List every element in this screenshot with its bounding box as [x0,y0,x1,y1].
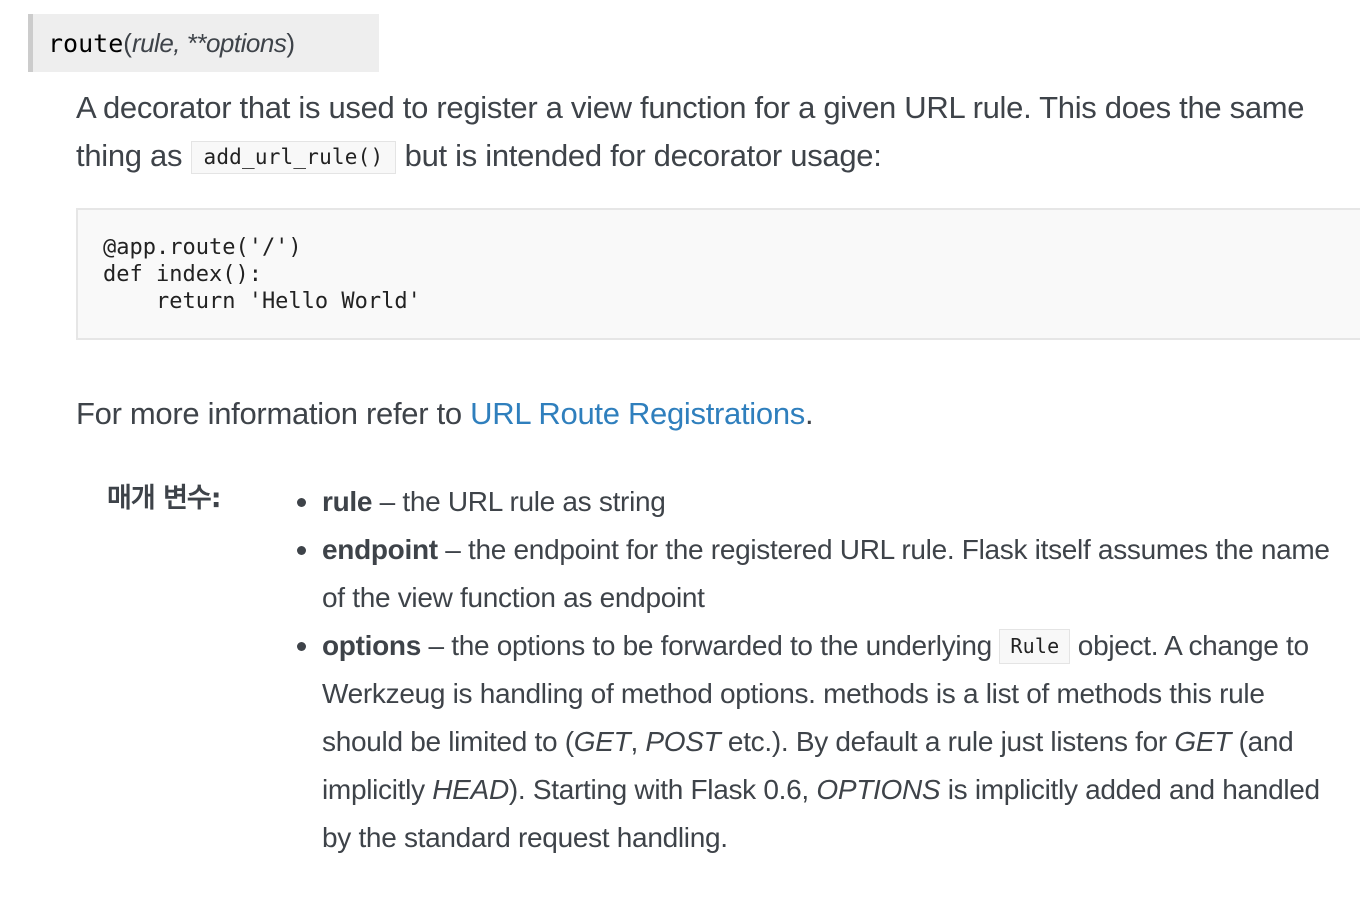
code-line: def index(): [103,262,262,287]
http-method: OPTIONS [816,774,941,805]
param-description: , [630,726,646,757]
param-description: object. A change to Werkzeug is handling… [322,630,1309,757]
method-arguments: rule, **options [131,27,287,58]
code-line: @app.route('/') [103,235,302,260]
param-description: is implicitly added and handled by the s… [322,774,1320,853]
more-info-prefix: For more information refer to [76,396,471,431]
param-item-endpoint: endpoint – the endpoint for the register… [289,526,1339,622]
param-name: options [322,630,421,661]
http-method: HEAD [432,774,509,805]
description-text-before: A decorator that is used to register a v… [76,90,1305,173]
param-item-options: options – the options to be forwarded to… [289,622,1339,862]
param-description: – the options to be forwarded to the und… [421,630,1000,661]
url-route-registrations-link[interactable]: URL Route Registrations [470,396,805,431]
http-method: POST [645,726,721,757]
add-url-rule-code: add_url_rule() [190,141,397,174]
param-description: etc.). By default a rule just listens fo… [720,726,1175,757]
param-item-rule: rule – the URL rule as string [289,478,1339,526]
description-text-after: but is intended for decorator usage: [396,138,882,173]
more-info-suffix: . [804,396,814,431]
more-info-paragraph: For more information refer to URL Route … [76,390,814,438]
code-example-block: @app.route('/')def index(): return 'Hell… [76,208,1360,340]
param-description: ). Starting with Flask 0.6, [508,774,817,805]
method-signature: route(rule, **options) [28,14,379,72]
parameters-field-label: 매개 변수: [107,483,222,514]
http-method: GET [573,726,631,757]
method-description: A decorator that is used to register a v… [76,84,1360,181]
http-method: GET [1174,726,1232,757]
open-paren: ( [123,27,132,58]
parameters-list: rule – the URL rule as string endpoint –… [289,478,1339,862]
param-description: (and implicitly [322,726,1294,805]
param-description: – the endpoint for the registered URL ru… [322,534,1330,613]
param-name: endpoint [322,534,438,565]
close-paren: ) [286,27,295,58]
param-description: – the URL rule as string [372,486,666,517]
code-line: return 'Hello World' [103,289,421,314]
rule-class-code: Rule [999,629,1071,664]
param-name: rule [322,486,373,517]
method-name: route [48,28,124,58]
